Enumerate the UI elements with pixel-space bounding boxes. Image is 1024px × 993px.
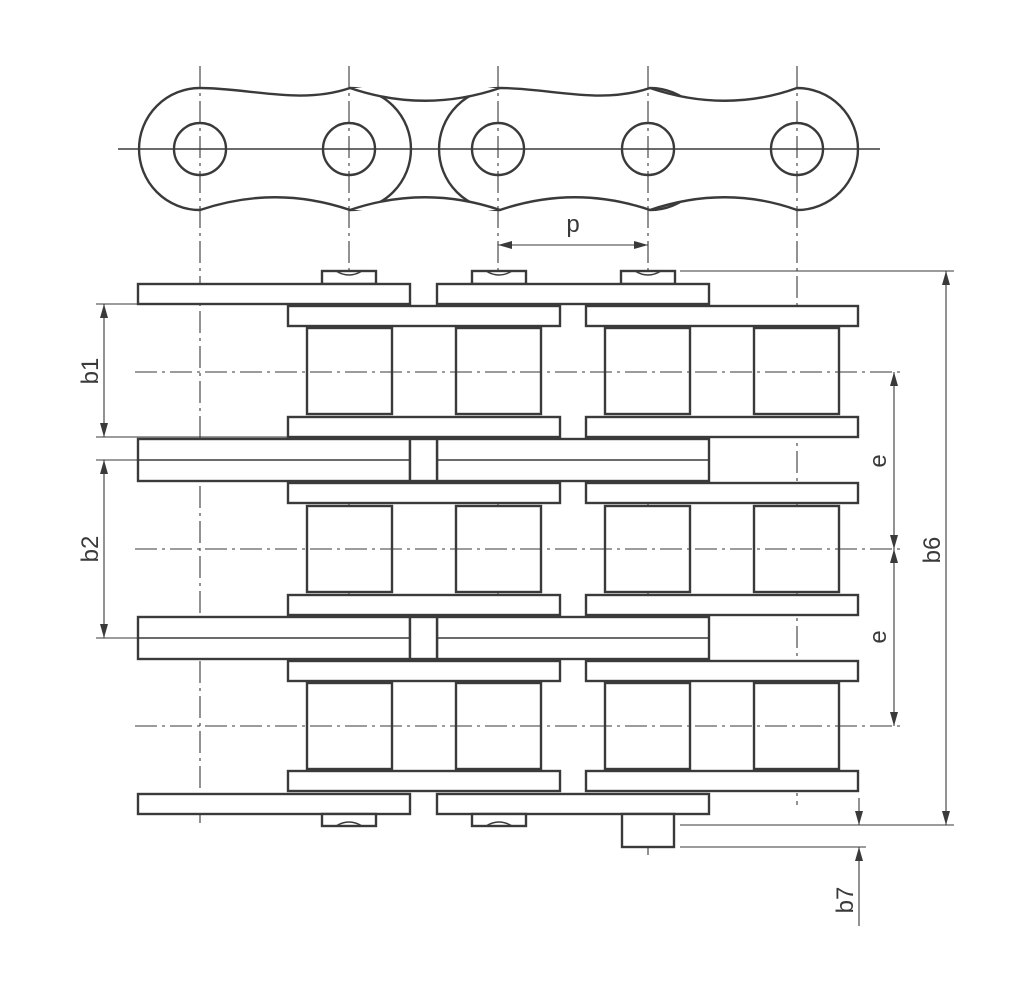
inner-plate-s1-bottom-right: [584, 415, 860, 439]
inner-plate-s1-top-right: [584, 304, 860, 328]
outer-plate-bottom-right: [435, 792, 711, 816]
dim-pitch-label: p: [566, 211, 579, 238]
pin-head-bottom-2: [470, 812, 528, 828]
inner-plate-s3-top-left: [286, 659, 562, 683]
pin-link-1: [408, 437, 439, 483]
roller-s1-4: [752, 326, 841, 416]
roller-s1-3: [603, 326, 692, 416]
pin-link-2: [408, 615, 439, 661]
roller-s1-1: [305, 326, 394, 416]
inner-plate-s3-bottom-right: [584, 769, 860, 793]
side-view-link-waist: [349, 86, 501, 212]
outer-plate-top-left: [136, 282, 412, 306]
pin-head-top-2: [470, 269, 528, 286]
dim-e-upper-label: e: [865, 454, 892, 467]
dim-b7: b7: [680, 798, 866, 926]
dim-e-lower-label: e: [865, 630, 892, 643]
roller-s1-2: [454, 326, 543, 416]
dim-b1-label: b1: [77, 358, 104, 385]
dim-b2-label: b2: [77, 536, 104, 563]
inner-plate-s2-bottom-left: [286, 593, 562, 617]
dimensions: p b1 b2 e e: [77, 211, 954, 926]
dim-b6: b6: [680, 270, 954, 826]
dim-b2: b2: [77, 459, 138, 639]
dim-b7-label: b7: [832, 887, 859, 914]
inner-plate-s2-top-right: [584, 481, 860, 505]
pin-head-top-3: [619, 269, 677, 286]
dim-transverse-pitch: e e: [865, 372, 898, 726]
side-view: [118, 86, 880, 212]
pin-extension-bottom: [620, 812, 676, 849]
inner-plate-s1-bottom-left: [286, 415, 562, 439]
outer-plate-top-right: [435, 282, 711, 306]
pin-head-bottom-1: [320, 812, 378, 828]
top-view: [135, 269, 905, 849]
dim-pitch: p: [498, 211, 648, 249]
dim-b1: b1: [77, 303, 288, 438]
pin-head-top-1: [320, 269, 378, 286]
inner-plate-s1-top-left: [286, 304, 562, 328]
inner-plate-s2-bottom-right: [584, 593, 860, 617]
inner-plate-s3-bottom-left: [286, 769, 562, 793]
inner-plate-s2-top-left: [286, 481, 562, 505]
inner-plate-s3-top-right: [584, 659, 860, 683]
dim-b6-label: b6: [919, 537, 946, 564]
outer-plate-bottom-left: [136, 792, 412, 816]
